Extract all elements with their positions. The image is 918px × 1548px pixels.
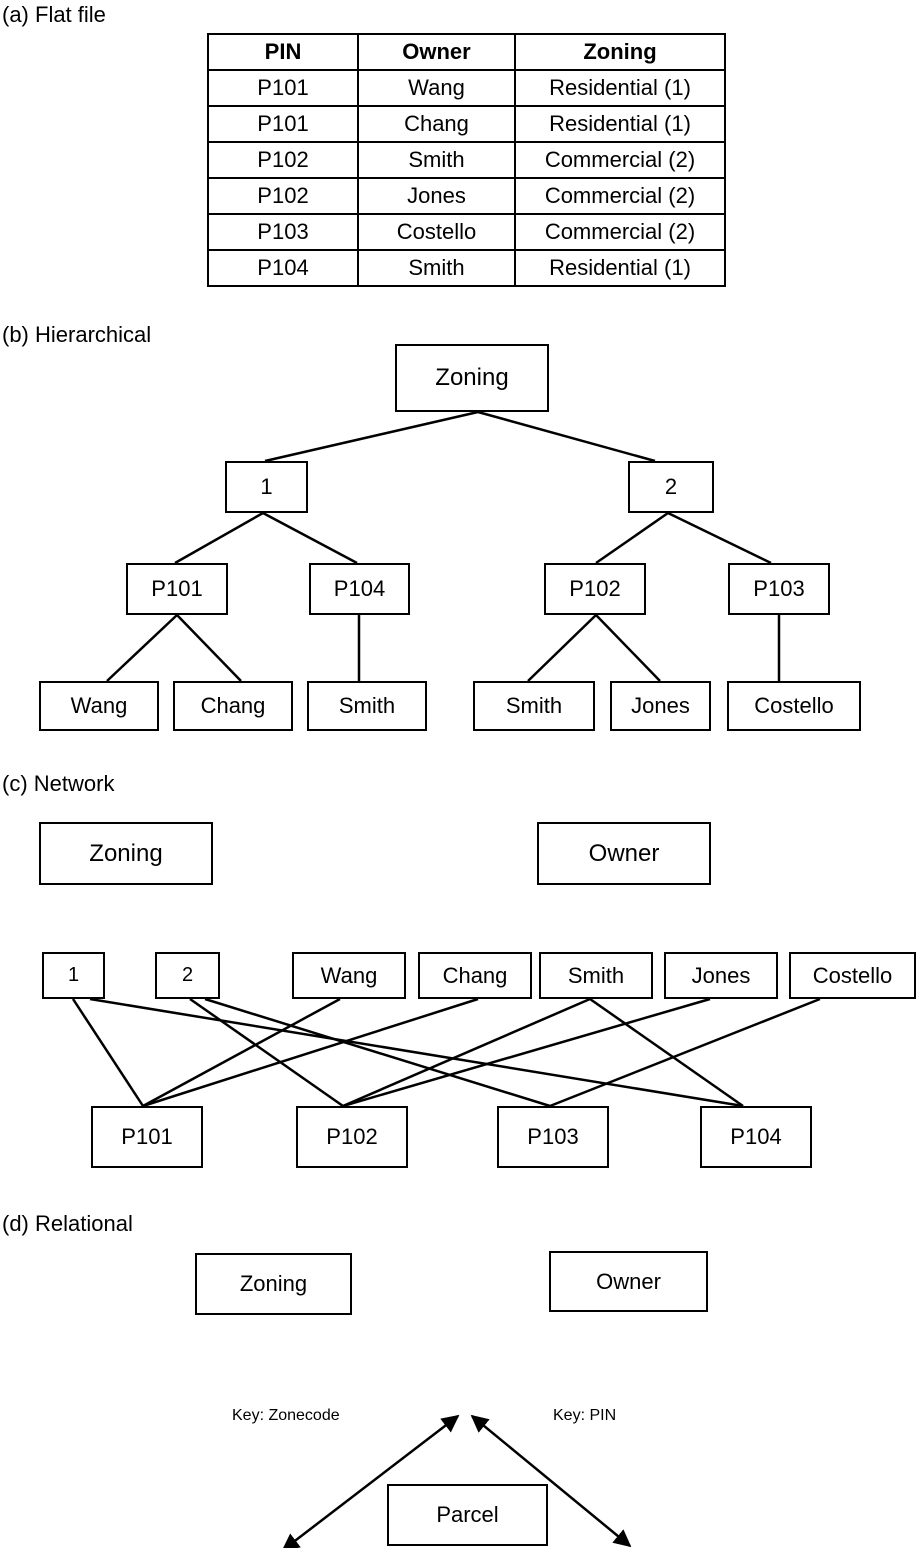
column-header-pin: PIN <box>207 33 359 71</box>
cell-owner: Smith <box>357 249 516 287</box>
cell-owner: Wang <box>357 69 516 107</box>
table-row: P103 Costello Commercial (2) <box>207 213 726 251</box>
cell-pin: P103 <box>207 213 359 251</box>
net-node-jones: Jones <box>664 952 778 999</box>
rel-arrow-zoning-parcel <box>281 1414 460 1548</box>
edge-zoning-2 <box>477 410 656 463</box>
net-node-smith: Smith <box>539 952 653 999</box>
net-node-chang: Chang <box>418 952 532 999</box>
cell-pin: P101 <box>207 105 359 143</box>
cell-pin: P102 <box>207 177 359 215</box>
hier-node-costello: Costello <box>727 681 861 731</box>
cell-pin: P102 <box>207 141 359 179</box>
cell-zoning: Residential (1) <box>514 249 726 287</box>
rel-table-parcel: Parcel <box>387 1484 548 1546</box>
cell-owner: Chang <box>357 105 516 143</box>
hier-node-smith: Smith <box>473 681 595 731</box>
hier-node-p102: P102 <box>544 563 646 615</box>
network-label: (c) Network <box>2 771 115 796</box>
net-edge-jones-p102 <box>342 997 711 1108</box>
table-row: P102 Smith Commercial (2) <box>207 141 726 179</box>
edge-2-p103 <box>667 511 772 565</box>
net-node-zone-1: 1 <box>42 952 105 999</box>
cell-owner: Costello <box>357 213 516 251</box>
net-edge-1-p101 <box>71 998 145 1107</box>
hier-node-p101: P101 <box>126 563 228 615</box>
hier-node-wang: Wang <box>39 681 159 731</box>
edge-p102-jones <box>595 614 661 682</box>
column-header-owner: Owner <box>357 33 516 71</box>
net-edge-chang-p101 <box>142 997 479 1108</box>
flat-file-table: PIN Owner Zoning P101 Wang Residential (… <box>207 33 726 287</box>
cell-zoning: Residential (1) <box>514 69 726 107</box>
cell-owner: Jones <box>357 177 516 215</box>
net-edge-2-p102 <box>189 997 344 1108</box>
flat-file-label: (a) Flat file <box>2 2 106 27</box>
cell-zoning: Commercial (2) <box>514 177 726 215</box>
hier-node-p104: P104 <box>309 563 410 615</box>
edge-p102-smith <box>527 614 597 682</box>
net-node-zone-2: 2 <box>155 952 220 999</box>
edge-p101-wang <box>106 614 178 682</box>
edge-zoning-1 <box>264 410 479 463</box>
net-edge-2-p103 <box>204 997 551 1108</box>
hier-node-zoning: Zoning <box>395 344 549 412</box>
table-row: P102 Jones Commercial (2) <box>207 177 726 215</box>
net-edge-smith-p104 <box>589 997 744 1108</box>
hier-node-zone-2: 2 <box>628 461 714 513</box>
net-edge-smith-p102 <box>342 997 591 1108</box>
cell-pin: P104 <box>207 249 359 287</box>
edge-1-p101 <box>174 511 264 565</box>
net-edge-costello-p103 <box>549 997 821 1108</box>
hier-node-chang: Chang <box>173 681 293 731</box>
key-pin-label: Key: PIN <box>553 1407 617 1424</box>
hier-node-smith: Smith <box>307 681 427 731</box>
net-node-p104: P104 <box>700 1106 812 1168</box>
net-edge-1-p104 <box>89 997 744 1108</box>
edge-1-p104 <box>262 511 358 565</box>
hier-node-zone-1: 1 <box>225 461 308 513</box>
cell-zoning: Residential (1) <box>514 105 726 143</box>
net-node-p102: P102 <box>296 1106 408 1168</box>
table-row: P101 Chang Residential (1) <box>207 105 726 143</box>
relational-label: (d) Relational <box>2 1211 133 1236</box>
cell-zoning: Commercial (2) <box>514 141 726 179</box>
rel-table-zoning: Zoning <box>195 1253 352 1315</box>
net-node-p103: P103 <box>497 1106 609 1168</box>
hier-node-p103: P103 <box>728 563 830 615</box>
net-edge-wang-p101 <box>142 997 341 1108</box>
table-header-row: PIN Owner Zoning <box>207 33 726 71</box>
column-header-zoning: Zoning <box>514 33 726 71</box>
cell-owner: Smith <box>357 141 516 179</box>
table-row: P101 Wang Residential (1) <box>207 69 726 107</box>
net-group-owner: Owner <box>537 822 711 885</box>
cell-zoning: Commercial (2) <box>514 213 726 251</box>
cell-pin: P101 <box>207 69 359 107</box>
net-group-zoning: Zoning <box>39 822 213 885</box>
table-row: P104 Smith Residential (1) <box>207 249 726 287</box>
net-node-p101: P101 <box>91 1106 203 1168</box>
net-node-costello: Costello <box>789 952 916 999</box>
key-zonecode-label: Key: Zonecode <box>232 1407 340 1424</box>
edge-2-p102 <box>595 511 669 565</box>
rel-table-owner: Owner <box>549 1251 708 1312</box>
rel-arrow-owner-parcel <box>470 1414 632 1548</box>
edge-p101-chang <box>176 614 242 682</box>
hier-node-jones: Jones <box>610 681 711 731</box>
hierarchical-label: (b) Hierarchical <box>2 322 152 347</box>
net-node-wang: Wang <box>292 952 406 999</box>
